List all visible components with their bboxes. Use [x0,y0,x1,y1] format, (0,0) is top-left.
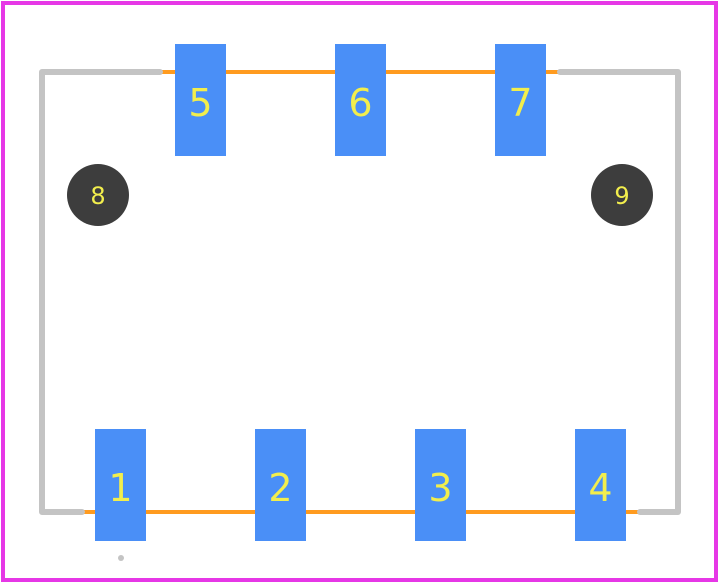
pad-3[interactable]: 3 [415,429,466,541]
pad-1-label: 1 [108,466,132,510]
pad-5-label: 5 [188,81,212,125]
pad-3-shape [415,429,466,541]
pad-2[interactable]: 2 [255,429,306,541]
pad-4-shape [575,429,626,541]
pin1-marker [118,555,124,561]
hole-8-label: 8 [90,182,105,210]
hole-8-shape [67,164,129,226]
hole-9-shape [591,164,653,226]
silkscreen-left [39,69,163,515]
pad-4[interactable]: 4 [575,429,626,541]
pad-6-shape [335,44,386,156]
silkscreen-right [557,69,681,515]
pad-4-label: 4 [588,466,612,510]
hole-9-label: 9 [614,182,629,210]
pad-5-shape [175,44,226,156]
pad-2-label: 2 [268,466,292,510]
pad-6[interactable]: 6 [335,44,386,156]
pad-1-shape [95,429,146,541]
pad-7[interactable]: 7 [495,44,546,156]
pad-3-label: 3 [428,466,452,510]
pad-1[interactable]: 1 [95,429,146,541]
pad-2-shape [255,429,306,541]
hole-9[interactable]: 9 [591,164,653,226]
pad-7-shape [495,44,546,156]
pad-5[interactable]: 5 [175,44,226,156]
pad-6-label: 6 [348,81,372,125]
pad-7-label: 7 [508,81,532,125]
hole-8[interactable]: 8 [67,164,129,226]
